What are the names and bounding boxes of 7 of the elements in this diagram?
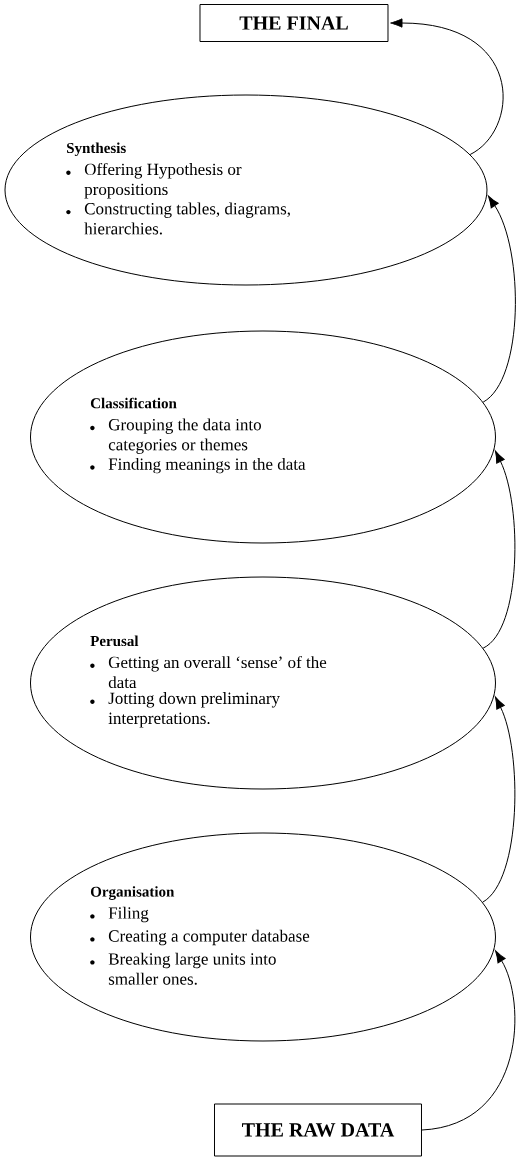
arrow — [482, 195, 516, 403]
arrow — [421, 950, 516, 1131]
stage-box: THE RAW DATA — [214, 1103, 422, 1157]
arrow — [482, 450, 516, 649]
stage-box: THE FINAL — [199, 4, 389, 42]
arrow — [482, 696, 516, 903]
arrow — [390, 18, 504, 155]
